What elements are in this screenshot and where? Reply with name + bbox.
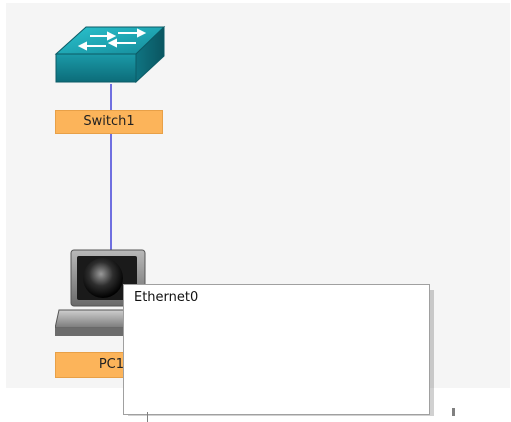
menu-edge-mark (147, 412, 148, 422)
switch-label: Switch1 (55, 110, 163, 134)
network-link[interactable] (110, 84, 112, 252)
interface-context-menu: Ethernet0 (123, 284, 430, 415)
menu-corner-mark (452, 408, 455, 416)
network-switch-icon[interactable] (54, 24, 166, 88)
pc-label: PC1 (55, 352, 127, 378)
menu-item-ethernet0[interactable]: Ethernet0 (134, 290, 199, 305)
